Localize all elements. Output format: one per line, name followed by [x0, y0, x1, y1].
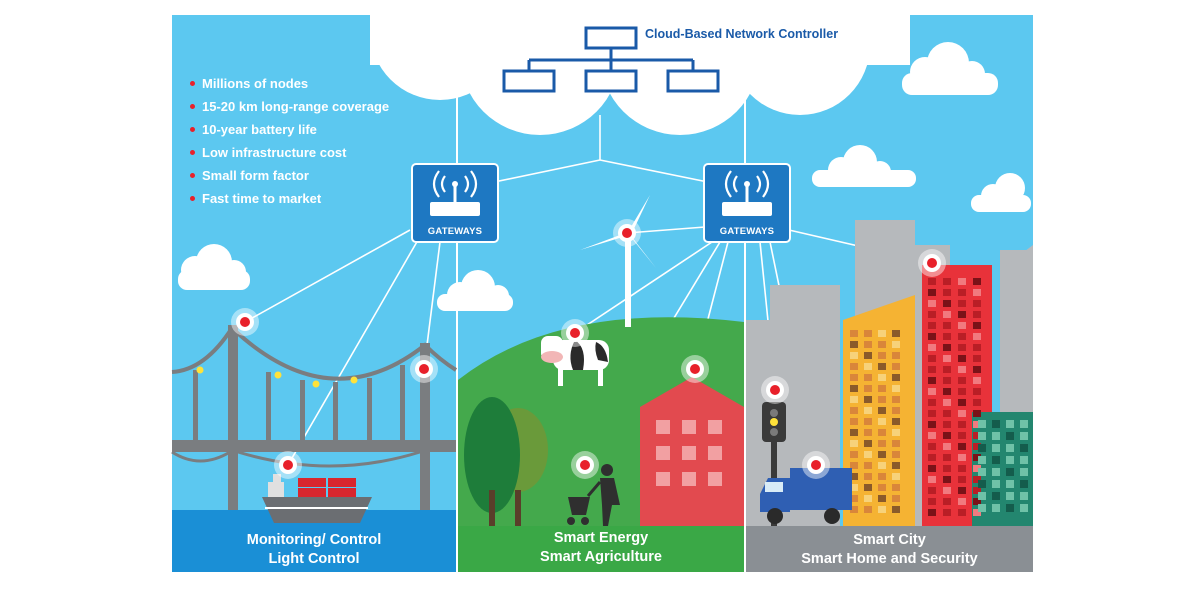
network-controller-icon — [502, 26, 720, 93]
feature-label: Fast time to market — [202, 191, 322, 206]
person-with-stroller — [567, 464, 620, 526]
bullet-icon — [190, 104, 195, 110]
cloud-title: Cloud-Based Network Controller — [645, 27, 839, 41]
trees — [464, 397, 548, 526]
gateway-left-icon — [411, 163, 499, 243]
feature-label: 10-year battery life — [202, 122, 317, 137]
section-left-line1: Monitoring/ Control — [246, 532, 382, 548]
sensor-nodes — [231, 219, 946, 479]
sensor-node-icon — [274, 451, 302, 479]
sensor-node-icon — [561, 319, 589, 347]
sensor-node-icon — [613, 219, 641, 247]
feature-item: Small form factor — [190, 168, 309, 183]
feature-item: 15-20 km long-range coverage — [190, 99, 389, 114]
wind-turbine — [580, 195, 656, 327]
gateway-right-label: GATEWAYS — [719, 226, 775, 237]
feature-label: Small form factor — [202, 168, 309, 183]
feature-item: Millions of nodes — [190, 76, 308, 91]
sensor-node-icon — [761, 376, 789, 404]
decorative-clouds — [178, 42, 1031, 311]
band-left — [172, 526, 456, 572]
sensor-node-icon — [918, 249, 946, 277]
bullet-icon — [190, 150, 195, 156]
band-right — [746, 526, 1033, 572]
sensor-node-icon — [681, 355, 709, 383]
sensor-node-icon — [571, 451, 599, 479]
gateway-right-icon — [703, 163, 791, 243]
cargo-ship — [262, 474, 372, 523]
feature-label: Millions of nodes — [202, 76, 309, 91]
section-middle-line1: Smart Energy — [553, 530, 649, 546]
section-left-label: Monitoring/ Control Light Control — [172, 531, 456, 569]
section-left-line2: Light Control — [268, 551, 360, 567]
feature-item: Fast time to market — [190, 191, 321, 206]
cow — [541, 336, 609, 386]
bullet-icon — [190, 81, 195, 87]
band-middle — [458, 526, 744, 572]
bullet-icon — [190, 196, 195, 202]
bridge — [171, 324, 458, 525]
sensor-node-icon — [231, 308, 259, 336]
feature-label: Low infrastructure cost — [202, 145, 347, 160]
feature-item: 10-year battery life — [190, 122, 317, 137]
section-right-label: Smart City Smart Home and Security — [746, 531, 1033, 569]
sensor-node-icon — [410, 355, 438, 383]
section-middle-label: Smart Energy Smart Agriculture — [458, 529, 744, 567]
building-windows — [850, 278, 1028, 516]
sensor-node-icon — [802, 451, 830, 479]
bullet-icon — [190, 127, 195, 133]
red-house — [640, 377, 744, 526]
delivery-truck — [760, 468, 852, 524]
feature-label: 15-20 km long-range coverage — [202, 99, 390, 114]
section-middle-line2: Smart Agriculture — [540, 549, 662, 565]
section-right-line2: Smart Home and Security — [801, 551, 978, 567]
bullet-icon — [190, 173, 195, 179]
section-right-line1: Smart City — [853, 532, 926, 548]
gateway-left-label: GATEWAYS — [427, 226, 483, 237]
feature-item: Low infrastructure cost — [190, 145, 346, 160]
